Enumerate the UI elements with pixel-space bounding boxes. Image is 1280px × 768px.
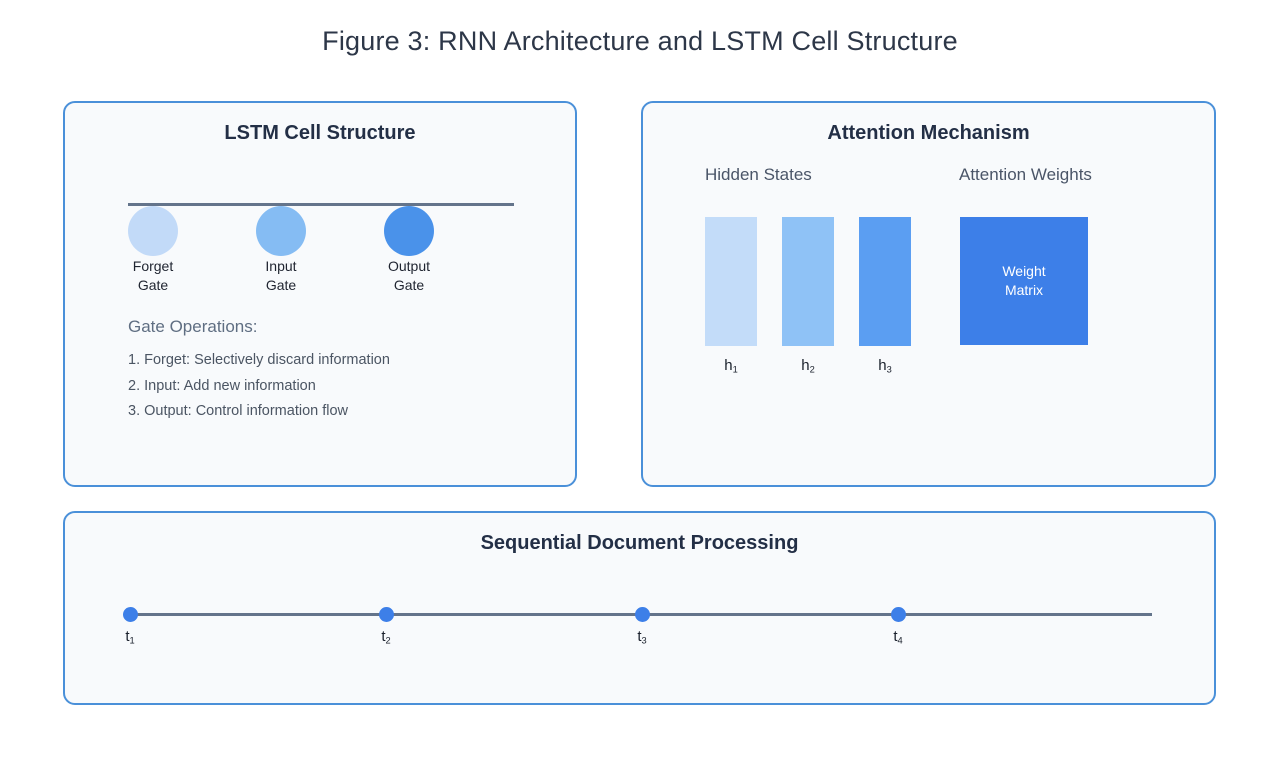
attention-panel-title: Attention Mechanism bbox=[827, 122, 1030, 144]
input-gate-label: Input Gate bbox=[265, 258, 297, 293]
timestep-label-2: t2 bbox=[381, 628, 391, 646]
timestep-label-1: t1 bbox=[125, 628, 135, 646]
hidden-state-bar-2 bbox=[782, 217, 834, 346]
output-gate-circle bbox=[384, 206, 434, 256]
forget-gate-label: Forget Gate bbox=[132, 258, 174, 293]
weight-matrix: Weight Matrix bbox=[960, 217, 1088, 345]
figure-title: Figure 3: RNN Architecture and LSTM Cell… bbox=[322, 26, 958, 56]
sequential-panel-title: Sequential Document Processing bbox=[480, 532, 799, 554]
timestep-dot-1 bbox=[123, 607, 138, 622]
input-gate-circle bbox=[256, 206, 306, 256]
sequential-processing-panel: Sequential Document Processing t1 t2 t3 … bbox=[63, 511, 1216, 705]
hidden-state-label-1: h1 bbox=[724, 357, 738, 375]
gate-operation-forget: 1. Forget: Selectively discard informati… bbox=[128, 352, 390, 368]
hidden-states-label: Hidden States bbox=[705, 165, 812, 184]
attention-panel: Attention Mechanism Hidden States Attent… bbox=[641, 101, 1216, 487]
hidden-state-label-3: h3 bbox=[878, 357, 892, 375]
cell-state-line bbox=[128, 203, 514, 206]
attention-weights-label: Attention Weights bbox=[959, 165, 1092, 184]
timestep-dot-4 bbox=[891, 607, 906, 622]
gate-operation-output: 3. Output: Control information flow bbox=[128, 403, 349, 419]
forget-gate-circle bbox=[128, 206, 178, 256]
timestep-dot-2 bbox=[379, 607, 394, 622]
hidden-state-label-2: h2 bbox=[801, 357, 815, 375]
timestep-label-3: t3 bbox=[637, 628, 647, 646]
lstm-cell-panel: LSTM Cell Structure Forget Gate Input Ga… bbox=[63, 101, 577, 487]
gate-operations-heading: Gate Operations: bbox=[128, 317, 258, 336]
output-gate-label: Output Gate bbox=[387, 258, 431, 293]
hidden-state-bar-1 bbox=[705, 217, 757, 346]
gate-operation-input: 2. Input: Add new information bbox=[128, 378, 316, 394]
lstm-panel-title: LSTM Cell Structure bbox=[224, 122, 416, 144]
hidden-state-bar-3 bbox=[859, 217, 911, 346]
timestep-dot-3 bbox=[635, 607, 650, 622]
timestep-label-4: t4 bbox=[893, 628, 903, 646]
